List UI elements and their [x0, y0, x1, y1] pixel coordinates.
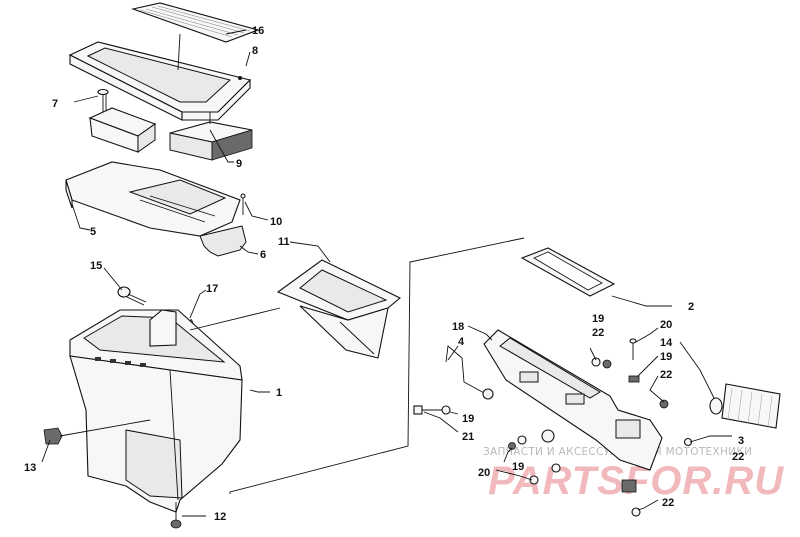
callout-10: 10 — [270, 216, 282, 228]
callout-labels: 16 8 7 9 10 5 6 11 15 17 1 13 12 2 18 4 … — [24, 25, 744, 523]
part-9-filter — [169, 121, 253, 161]
callout-2: 2 — [688, 301, 694, 313]
part-18-intake — [483, 329, 663, 471]
callout-18: 18 — [452, 321, 464, 333]
callout-13: 13 — [24, 462, 36, 474]
callout-9: 9 — [236, 158, 242, 170]
callout-19-b: 19 — [660, 351, 672, 363]
leader-lines — [41, 29, 732, 517]
assembly-lines-left — [59, 33, 525, 520]
part-7-screw — [97, 88, 109, 112]
callout-3: 3 — [738, 435, 744, 447]
callout-11: 11 — [278, 236, 290, 248]
part-12-fastener — [170, 519, 182, 529]
part-5-plate — [65, 161, 241, 237]
callout-19-c: 19 — [462, 413, 474, 425]
part-15-bolt — [117, 286, 147, 306]
callout-22-a: 22 — [592, 327, 604, 339]
callout-22-d: 22 — [662, 497, 674, 509]
callout-16: 16 — [252, 25, 264, 37]
part-10-screw — [240, 193, 246, 215]
callout-22-c: 22 — [732, 451, 744, 463]
control-module — [88, 107, 157, 153]
part-3-pad — [721, 383, 781, 429]
callout-6: 6 — [260, 249, 266, 261]
part-4-rod — [445, 345, 494, 400]
part-16-screen — [131, 2, 260, 43]
callout-8: 8 — [252, 45, 258, 57]
part-13-clip — [43, 427, 63, 445]
callout-20-a: 20 — [660, 319, 672, 331]
part-2-gasket — [520, 247, 616, 297]
callout-14: 14 — [660, 337, 673, 349]
callout-12: 12 — [214, 511, 226, 523]
part-8-cover — [68, 41, 252, 121]
callout-19-a: 19 — [592, 313, 604, 325]
callout-21: 21 — [462, 431, 474, 443]
callout-7: 7 — [52, 98, 58, 110]
callout-19-d: 19 — [512, 461, 524, 473]
callout-20-b: 20 — [478, 467, 490, 479]
part-1-housing — [69, 309, 243, 513]
part-11-duct — [276, 259, 402, 359]
part-6-foam — [199, 225, 247, 257]
callout-22-b: 22 — [660, 369, 672, 381]
callout-1: 1 — [276, 387, 282, 399]
callout-4: 4 — [458, 336, 465, 348]
callout-5: 5 — [90, 226, 96, 238]
callout-17: 17 — [206, 283, 218, 295]
callout-15: 15 — [90, 260, 102, 272]
